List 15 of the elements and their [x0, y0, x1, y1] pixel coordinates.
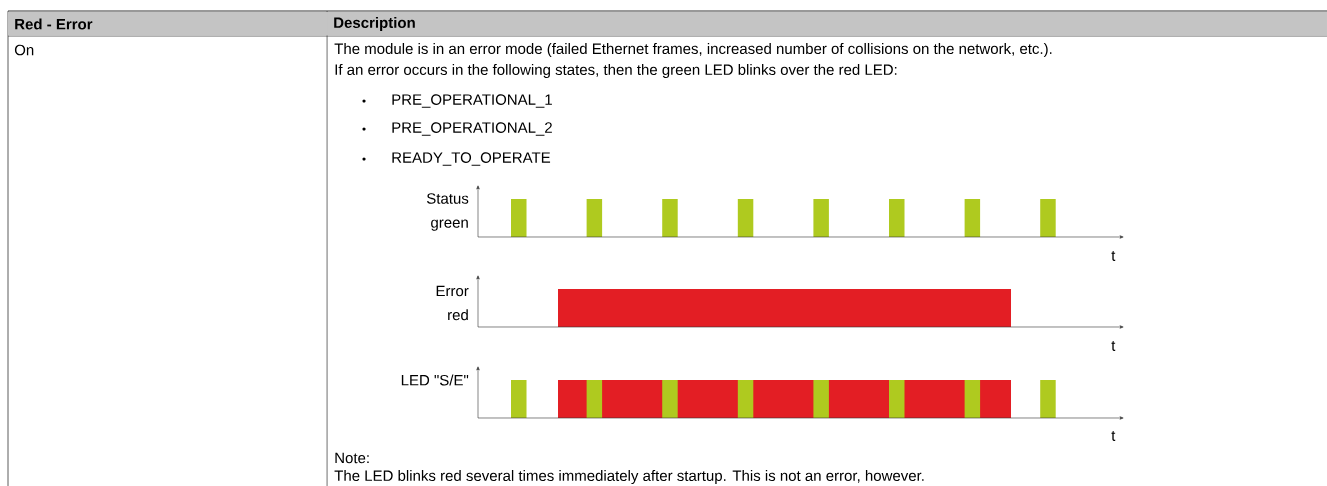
paragraph: The module is in an error mode (failed Ethernet frames, increased number of collisions on the network, etc.).	[334, 43, 1052, 57]
paragraph: The LED blinks red several times immediately after startup. This is not an error, however.	[334, 470, 924, 484]
axis-label: t	[1111, 341, 1116, 351]
signal-label: Error red	[436, 285, 469, 321]
paragraph: If an error occurs in the following states, then the green LED blinks over the red LED:	[335, 64, 897, 78]
paragraph: Note:	[335, 452, 369, 464]
cell-text: On	[14, 44, 34, 56]
signal-label: LED "S/E"	[401, 374, 469, 386]
list-item: PRE_OPERATIONAL_2	[392, 122, 552, 136]
table-header-cell: Red - Error	[8, 12, 327, 36]
axis-label: t	[1111, 431, 1116, 441]
list-item: PRE_OPERATIONAL_1	[392, 94, 552, 108]
list-item: READY_TO_OPERATE	[392, 152, 551, 166]
signal-label: Status green	[426, 193, 469, 231]
axis-label: t	[1111, 251, 1116, 261]
